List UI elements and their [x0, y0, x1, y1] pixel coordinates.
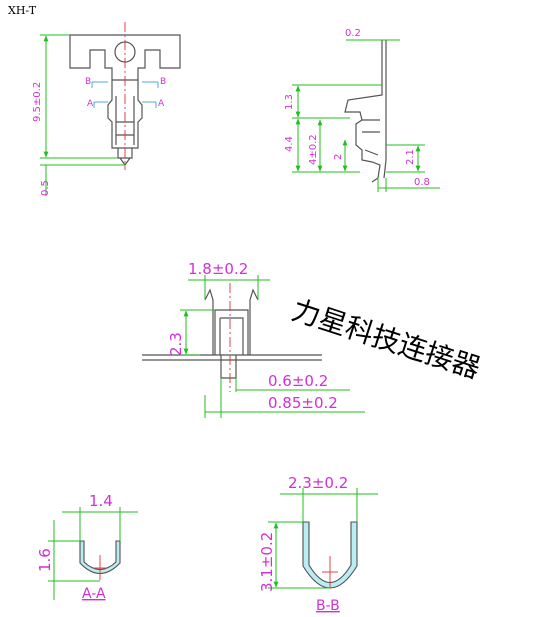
section-b-label-left: B — [85, 77, 91, 87]
front-view: B B A A 9.5±0.2 0.5 — [32, 22, 181, 196]
dim-pin-a-label: 0.6±0.2 — [268, 372, 328, 390]
dim-bb-height-label: 3.1±0.2 — [258, 532, 276, 592]
section-bb-shape — [302, 521, 358, 589]
section-b-label-right: B — [160, 77, 166, 87]
dim-aa-width-label: 1.4 — [89, 492, 113, 510]
drawing-title: XH-T — [8, 4, 37, 17]
dim-tab-label: 2.1 — [405, 149, 416, 165]
section-aa-shape — [79, 540, 121, 575]
dim-thickness-label: 0.2 — [345, 28, 361, 39]
section-bb: 2.3±0.2 3.1±0.2 B-B — [258, 474, 378, 614]
section-a-markers: A A — [87, 99, 165, 109]
dim-bb-width-label: 2.3±0.2 — [288, 474, 348, 492]
side-detail — [362, 119, 380, 156]
side-view: 0.2 1.3 4.4 4±0.2 2 2.1 0.8 — [284, 28, 440, 192]
dim-lower-label: 2 — [333, 154, 344, 160]
dim-pin-b-label: 0.85±0.2 — [268, 394, 338, 412]
dim-body-label: 4±0.2 — [308, 134, 319, 165]
section-aa: 1.4 1.6 A-A — [36, 492, 138, 602]
section-bb-label: B-B — [316, 598, 340, 614]
end-view-body — [204, 288, 259, 355]
contact-detail — [115, 96, 135, 145]
dim-width-label: 1.8±0.2 — [188, 260, 248, 278]
dim-aa-height-label: 1.6 — [36, 548, 54, 572]
dim-upper-label: 1.3 — [284, 94, 295, 110]
dim-foot-label: 0.8 — [414, 177, 430, 188]
side-profile — [344, 40, 387, 183]
dim-height-label: 2.3 — [167, 332, 185, 356]
section-a-label-right: A — [158, 99, 165, 109]
section-aa-label: A-A — [82, 586, 106, 602]
dim-overall-label: 9.5±0.2 — [32, 82, 43, 122]
section-a-label-left: A — [87, 99, 94, 109]
section-b-markers: B B — [85, 77, 166, 88]
dim-tip-label: 0.5 — [40, 180, 51, 196]
end-view-pin — [220, 355, 237, 379]
end-view: 1.8±0.2 2.3 0.6±0.2 0.85±0.2 — [142, 260, 365, 418]
dim-body-outer-label: 4.4 — [284, 136, 295, 152]
